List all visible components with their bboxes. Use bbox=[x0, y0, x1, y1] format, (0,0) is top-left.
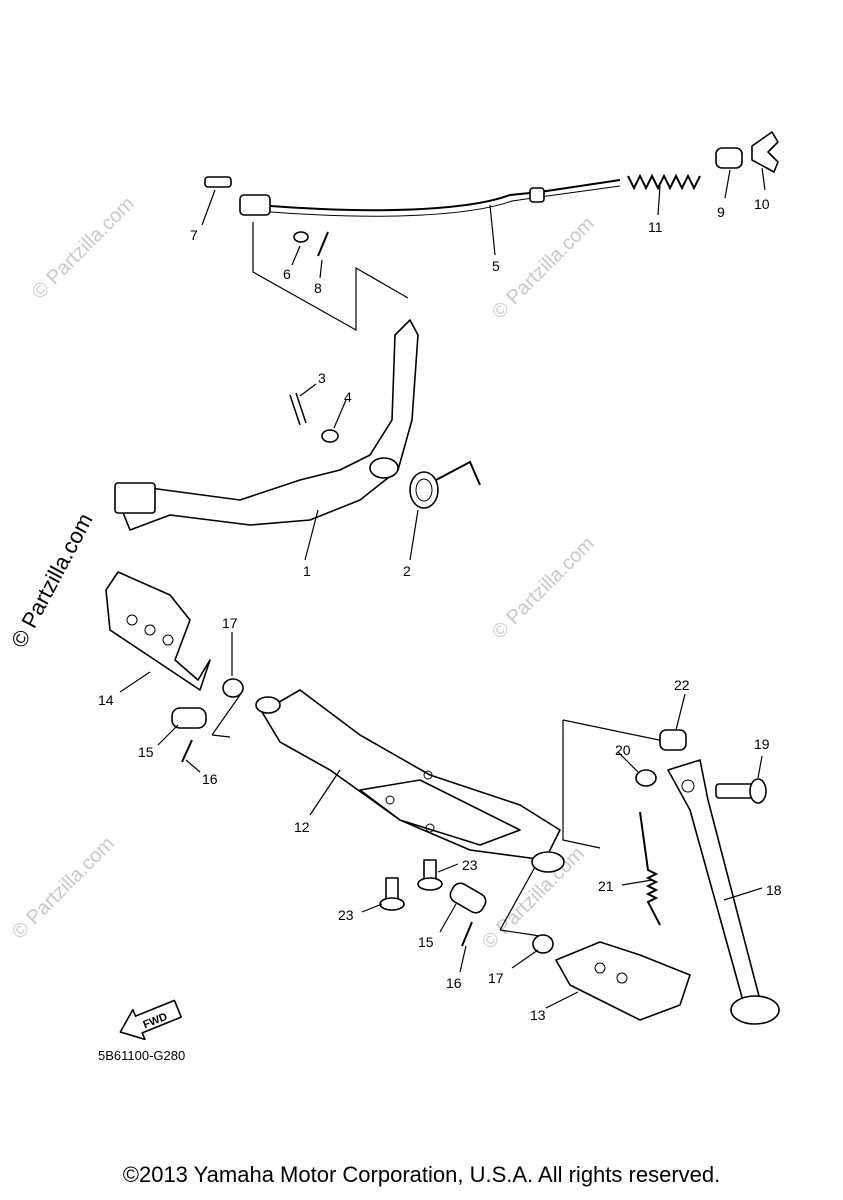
footrest-left bbox=[105, 571, 211, 691]
callout-12: 12 bbox=[294, 819, 310, 835]
spring-17-a bbox=[222, 678, 244, 698]
brake-pedal bbox=[114, 319, 419, 531]
callout-14: 14 bbox=[98, 692, 114, 708]
callout-13: 13 bbox=[530, 1007, 546, 1023]
callout-23-a: 23 bbox=[338, 907, 354, 923]
callout-1: 1 bbox=[303, 563, 311, 579]
callout-5: 5 bbox=[492, 258, 500, 274]
callout-23-b: 23 bbox=[462, 857, 478, 873]
callout-18: 18 bbox=[766, 882, 782, 898]
callout-4: 4 bbox=[344, 389, 352, 405]
watermark: © Partzilla.com bbox=[28, 193, 139, 304]
brake-cable bbox=[204, 131, 779, 257]
side-stand bbox=[667, 759, 780, 1025]
callout-22: 22 bbox=[674, 677, 690, 693]
copyright-notice: ©2013 Yamaha Motor Corporation, U.S.A. A… bbox=[122, 1162, 721, 1187]
watermark: © Partzilla.com bbox=[8, 833, 119, 944]
callout-10: 10 bbox=[754, 196, 770, 212]
callout-17-a: 17 bbox=[222, 615, 238, 631]
bolts-23 bbox=[379, 859, 443, 911]
collar-22 bbox=[659, 729, 687, 751]
callout-19: 19 bbox=[754, 736, 770, 752]
spring-17-b bbox=[532, 934, 554, 954]
pin-15-b bbox=[449, 882, 487, 914]
callout-2: 2 bbox=[403, 563, 411, 579]
footrest-right bbox=[555, 941, 691, 1021]
callout-8: 8 bbox=[314, 280, 322, 296]
callout-21: 21 bbox=[598, 878, 614, 894]
callout-3: 3 bbox=[318, 370, 326, 386]
fwd-arrow: FWD bbox=[119, 999, 182, 1041]
callout-7: 7 bbox=[190, 227, 198, 243]
callout-11: 11 bbox=[648, 219, 663, 235]
leader-lines bbox=[119, 167, 766, 1009]
return-spring bbox=[409, 460, 481, 509]
diagram-code: 5B61100-G280 bbox=[98, 1048, 186, 1063]
callout-16-b: 16 bbox=[446, 975, 462, 991]
callout-15-a: 15 bbox=[138, 744, 154, 760]
stand-spring-21 bbox=[639, 811, 661, 926]
callouts: 1 2 3 4 5 6 7 8 9 10 11 12 13 14 15 15 1… bbox=[98, 196, 782, 1023]
stand-bracket bbox=[255, 689, 565, 873]
watermark: © Partzilla.com bbox=[488, 213, 599, 324]
callout-16-a: 16 bbox=[202, 771, 218, 787]
pin-15-a bbox=[171, 707, 207, 729]
watermark: © Partzilla.com bbox=[488, 533, 599, 644]
callout-15-b: 15 bbox=[418, 934, 434, 950]
nut-20 bbox=[635, 769, 657, 787]
callout-20: 20 bbox=[615, 742, 631, 758]
callout-9: 9 bbox=[717, 204, 725, 220]
callout-17-b: 17 bbox=[488, 970, 504, 986]
callout-6: 6 bbox=[283, 266, 291, 282]
